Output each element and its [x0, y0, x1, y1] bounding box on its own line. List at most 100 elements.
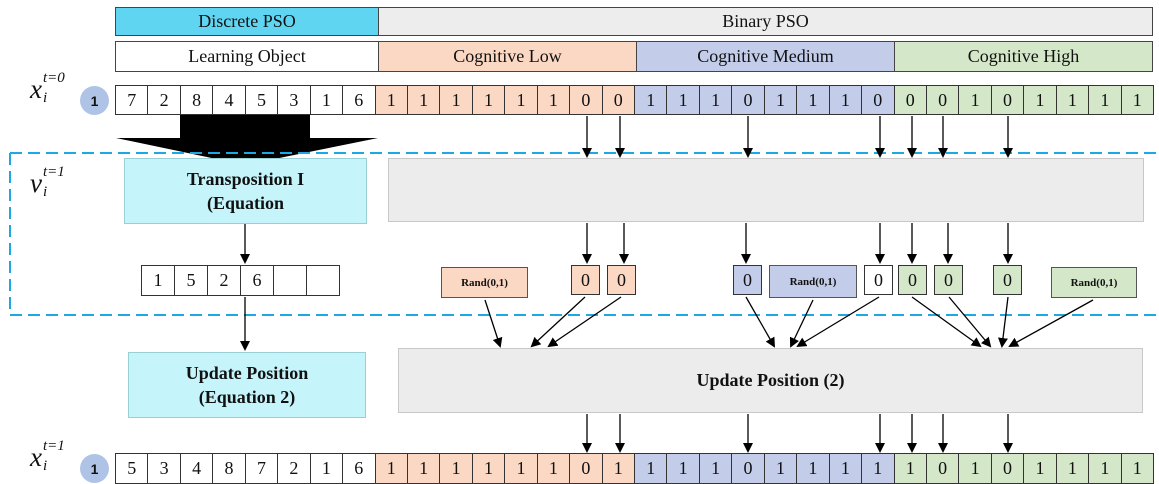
final-cell-medium-8: 1 — [861, 453, 895, 484]
rand-box-high: Rand(0,1) — [1051, 267, 1137, 298]
final-cell-low-4: 1 — [471, 453, 506, 484]
final-cell-discrete-6: 2 — [277, 453, 311, 484]
final-cell-discrete-8: 6 — [342, 453, 376, 484]
transposition-cell-6 — [306, 265, 340, 296]
final-cell-high-5: 1 — [1023, 453, 1057, 484]
final-cell-discrete-1: 5 — [115, 453, 149, 484]
final-cell-discrete-3: 4 — [179, 453, 214, 484]
initial-cell-discrete-8: 6 — [342, 85, 376, 115]
transposition-cell-1: 1 — [141, 265, 175, 296]
velocity-cell-medium-2: 0 — [864, 265, 893, 295]
initial-cell-high-6: 1 — [1055, 85, 1090, 115]
transposition-cell-2: 5 — [174, 265, 208, 296]
discrete-pso-header: Discrete PSO — [115, 7, 379, 36]
initial-cell-medium-3: 1 — [698, 85, 733, 115]
final-cell-low-1: 1 — [374, 453, 408, 484]
rand-box-low: Rand(0,1) — [441, 267, 528, 298]
initial-cell-high-2: 0 — [925, 85, 960, 115]
velocity-cell-medium-1: 0 — [733, 265, 762, 295]
final-cell-low-3: 1 — [439, 453, 473, 484]
final-cell-high-3: 1 — [958, 453, 992, 484]
final-cell-low-8: 1 — [601, 453, 635, 484]
initial-cell-low-5: 1 — [504, 85, 538, 115]
binary-pso-header: Binary PSO — [378, 7, 1153, 36]
initial-cell-discrete-7: 1 — [309, 85, 344, 115]
update-left-line2: (Equation 2) — [198, 387, 296, 407]
initial-cell-low-4: 1 — [471, 85, 506, 115]
transposition-cell-4: 6 — [240, 265, 274, 296]
cognitive-high-header: Cognitive High — [894, 41, 1153, 72]
initial-cell-discrete-6: 3 — [277, 85, 311, 115]
final-cell-medium-1: 1 — [634, 453, 668, 484]
final-cell-medium-6: 1 — [796, 453, 830, 484]
final-cell-low-7: 0 — [569, 453, 603, 484]
velocity-cell-high-3: 0 — [993, 265, 1022, 295]
initial-cell-medium-6: 1 — [796, 85, 830, 115]
final-cell-medium-3: 1 — [698, 453, 733, 484]
step-badge-top: 1 — [80, 86, 109, 115]
initial-cell-discrete-5: 5 — [244, 85, 279, 115]
initial-cell-high-3: 1 — [958, 85, 992, 115]
initial-cell-low-2: 1 — [406, 85, 441, 115]
initial-cell-discrete-3: 8 — [179, 85, 214, 115]
rand-box-medium: Rand(0,1) — [769, 265, 857, 298]
velocity-cell-low-2: 0 — [607, 265, 636, 295]
final-cell-discrete-5: 7 — [244, 453, 279, 484]
initial-cell-high-1: 0 — [893, 85, 927, 115]
final-cell-medium-4: 0 — [731, 453, 765, 484]
final-cell-medium-5: 1 — [763, 453, 798, 484]
initial-cell-medium-8: 0 — [861, 85, 895, 115]
final-cell-high-1: 1 — [893, 453, 927, 484]
transposition-line1: Transposition I — [186, 169, 305, 189]
final-cell-discrete-7: 1 — [309, 453, 344, 484]
initial-cell-medium-1: 1 — [634, 85, 668, 115]
initial-cell-discrete-4: 4 — [212, 85, 246, 115]
initial-cell-high-7: 1 — [1088, 85, 1122, 115]
final-cell-low-6: 1 — [536, 453, 571, 484]
cognitive-low-header: Cognitive Low — [378, 41, 637, 72]
final-cell-low-2: 1 — [406, 453, 441, 484]
initial-cell-discrete-2: 2 — [147, 85, 181, 115]
transposition-box: Transposition I (Equation — [124, 158, 367, 224]
velocity-calculation-box — [388, 158, 1144, 222]
velocity-cell-low-1: 0 — [571, 265, 600, 295]
final-cell-high-6: 1 — [1055, 453, 1090, 484]
initial-cell-discrete-1: 7 — [115, 85, 149, 115]
transposition-line2: (Equation — [206, 193, 285, 213]
initial-cell-medium-7: 1 — [828, 85, 863, 115]
update-left-line1: Update Position — [185, 363, 309, 383]
transposition-cell-5 — [273, 265, 307, 296]
final-cell-high-7: 1 — [1088, 453, 1122, 484]
initial-cell-high-5: 1 — [1023, 85, 1057, 115]
initial-cell-high-4: 0 — [990, 85, 1025, 115]
initial-cell-medium-4: 0 — [731, 85, 765, 115]
final-cell-high-4: 0 — [990, 453, 1025, 484]
cognitive-medium-header: Cognitive Medium — [636, 41, 895, 72]
initial-cell-low-7: 0 — [569, 85, 603, 115]
final-cell-low-5: 1 — [504, 453, 538, 484]
update-position-equation-box: Update Position (Equation 2) — [128, 352, 366, 418]
update-position-box: Update Position (2) — [398, 348, 1143, 413]
final-cell-high-8: 1 — [1120, 453, 1154, 484]
initial-cell-high-8: 1 — [1120, 85, 1154, 115]
velocity-cell-high-2: 0 — [934, 265, 963, 295]
final-cell-medium-2: 1 — [666, 453, 700, 484]
transposition-cell-3: 2 — [207, 265, 241, 296]
initial-cell-low-1: 1 — [374, 85, 408, 115]
initial-cell-low-6: 1 — [536, 85, 571, 115]
initial-cell-low-8: 0 — [601, 85, 635, 115]
final-cell-medium-7: 1 — [828, 453, 863, 484]
initial-cell-low-3: 1 — [439, 85, 473, 115]
final-cell-discrete-2: 3 — [147, 453, 181, 484]
velocity-cell-high-1: 0 — [898, 265, 927, 295]
initial-cell-medium-2: 1 — [666, 85, 700, 115]
learning-object-header: Learning Object — [115, 41, 379, 72]
initial-cell-medium-5: 1 — [763, 85, 798, 115]
final-cell-discrete-4: 8 — [212, 453, 246, 484]
final-cell-high-2: 0 — [925, 453, 960, 484]
